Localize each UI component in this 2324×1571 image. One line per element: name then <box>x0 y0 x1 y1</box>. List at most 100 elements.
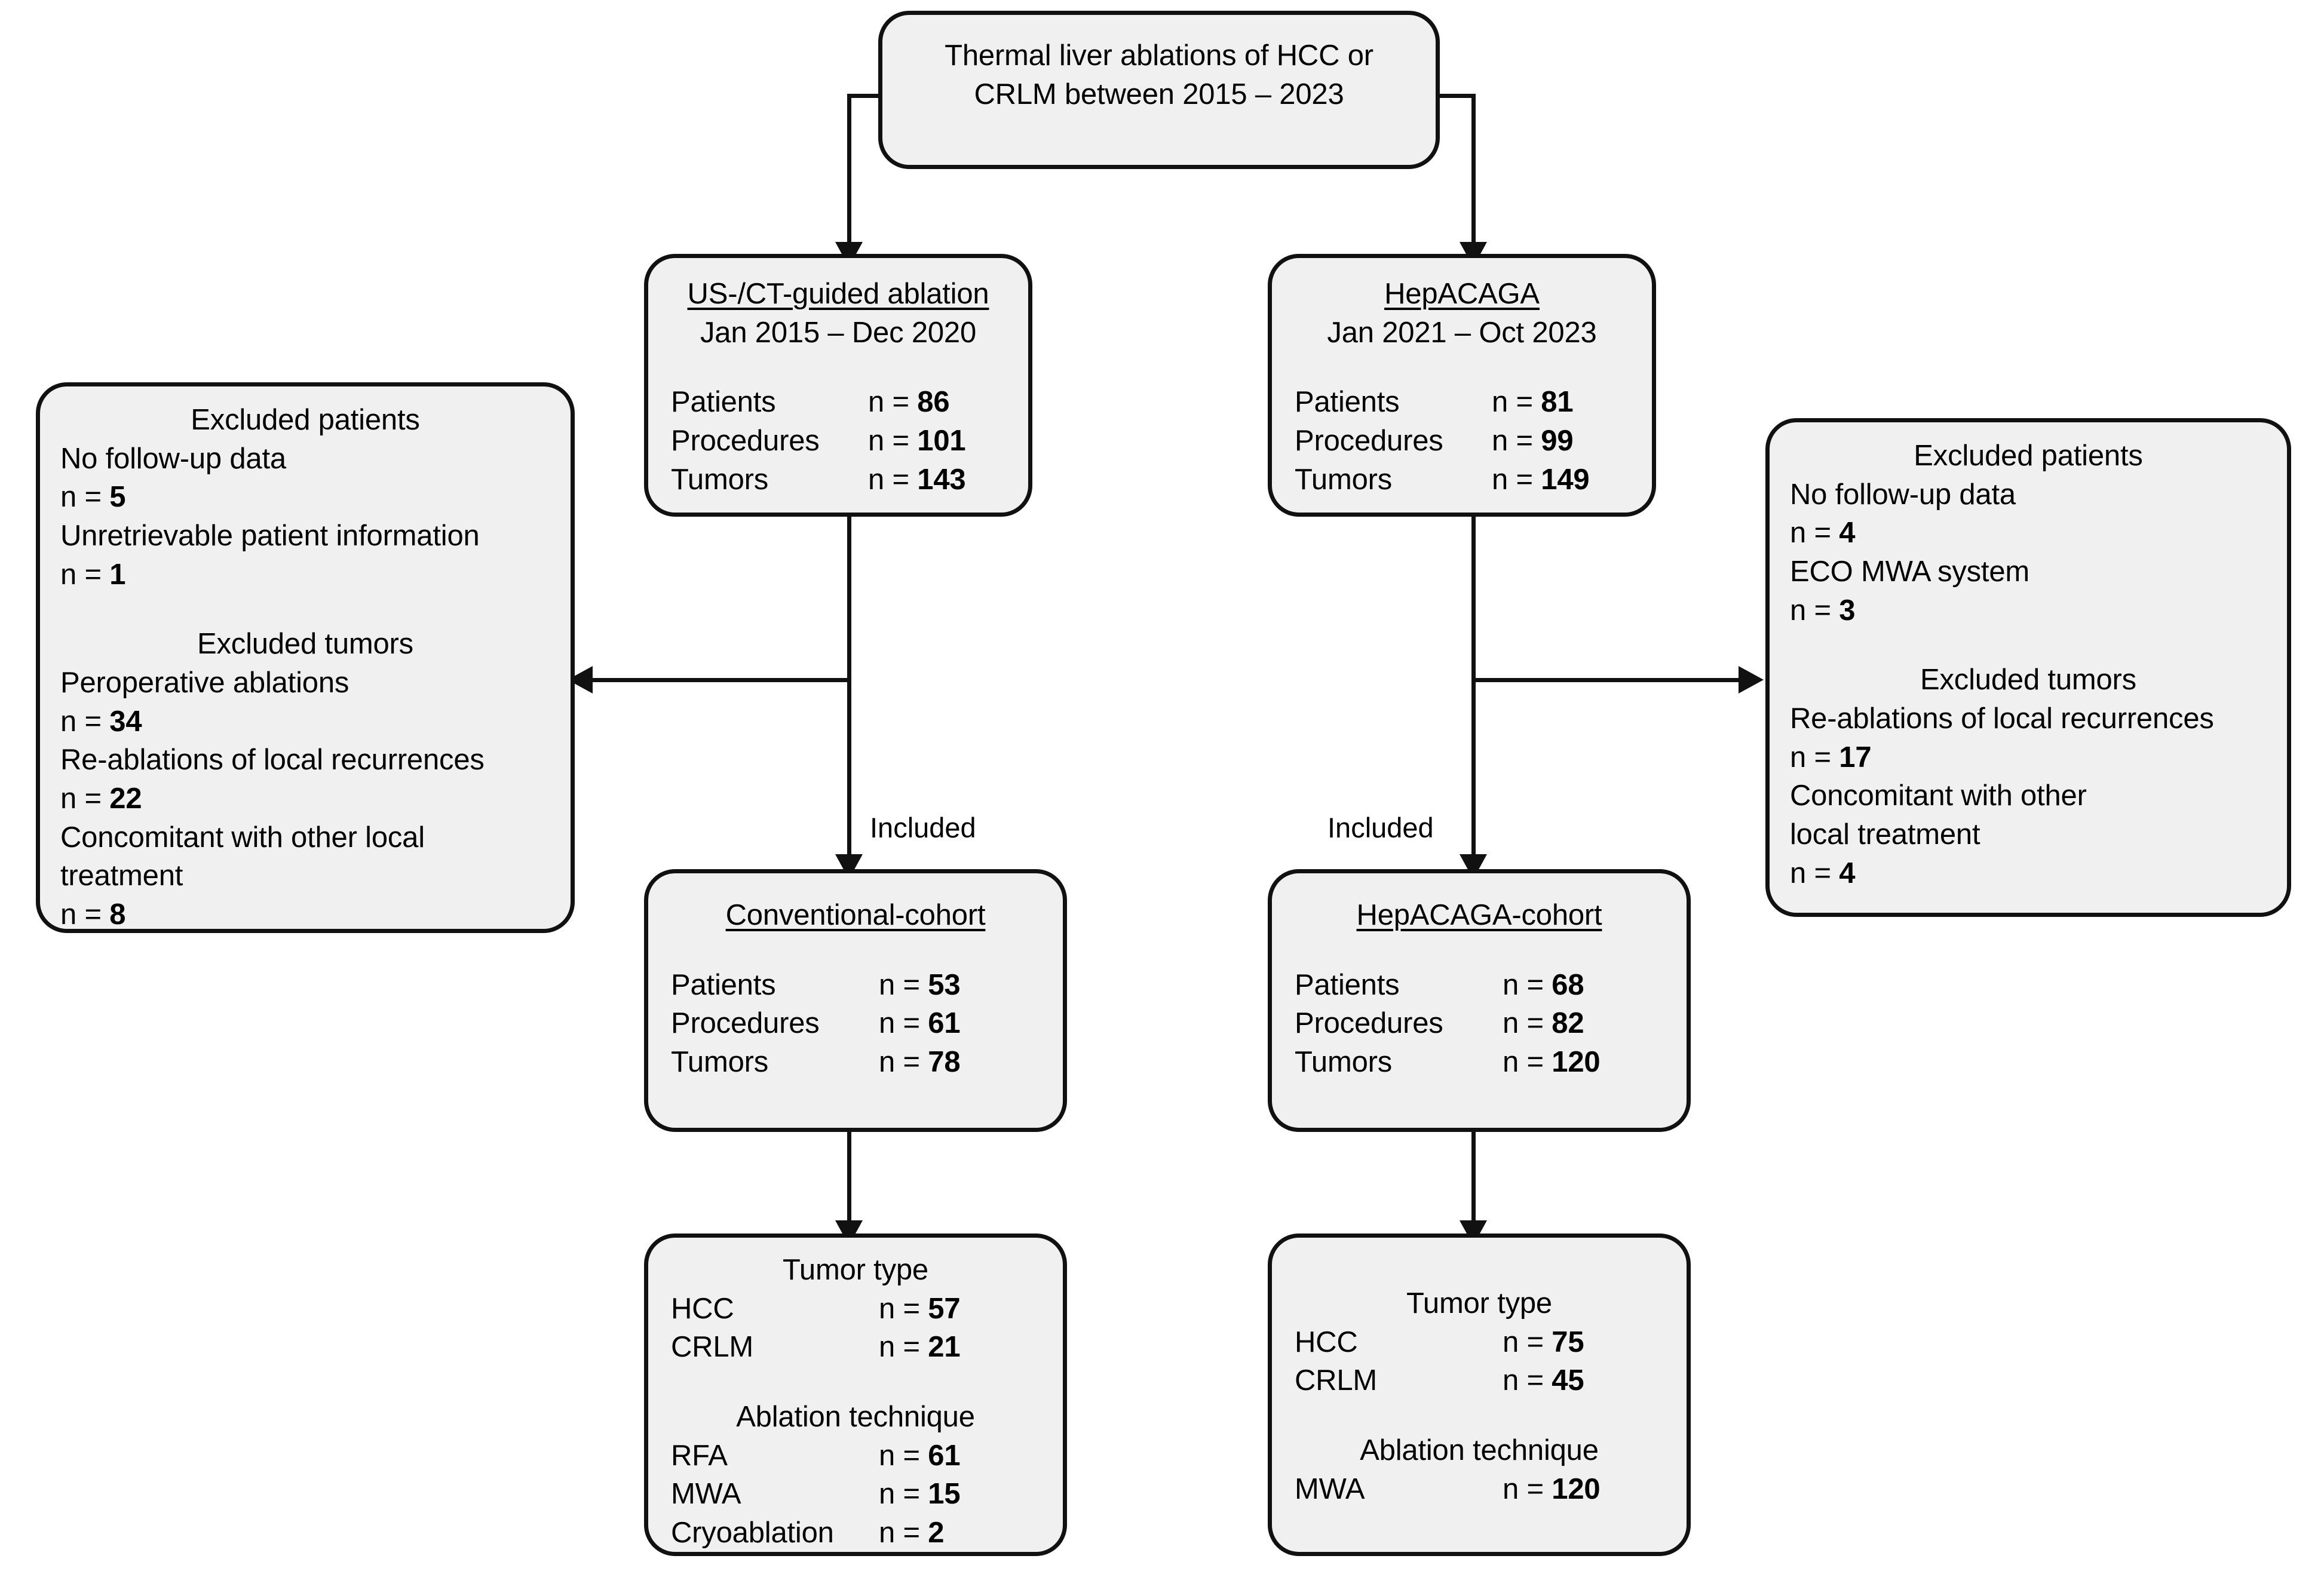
excluded-right-reason: No follow-up data <box>1790 478 2016 511</box>
excluded-right-patients-heading: Excluded patients <box>1914 440 2143 472</box>
connector-source-to-right-horizontal <box>1404 94 1476 98</box>
table-row: Procedures n = 61 <box>671 1004 1040 1043</box>
node-detail-right[interactable]: Tumor type HCC n = 75 CRLM n = 45 Ablati… <box>1268 1234 1691 1556</box>
row-label: Cryoablation <box>671 1517 834 1549</box>
source-line-1: Thermal liver ablations of HCC or <box>945 39 1373 72</box>
table-row: Procedures n = 82 <box>1295 1004 1664 1043</box>
excluded-right-value: n = 4 <box>1790 517 1856 550</box>
excluded-left-value: n = 5 <box>60 481 126 514</box>
table-row: Tumors n = 120 <box>1295 1043 1664 1082</box>
row-value: n = 81 <box>1492 386 1574 419</box>
row-value: n = 2 <box>879 1517 945 1549</box>
edge-label-included-right: Included <box>1327 812 1434 843</box>
spacer <box>1295 1400 1664 1431</box>
row-value: n = 57 <box>879 1292 961 1325</box>
connector-hepacaga-cohort-down <box>1471 1132 1476 1222</box>
row-label: HCC <box>671 1292 734 1325</box>
row-value: n = 45 <box>1503 1364 1584 1397</box>
node-conventional-cohort[interactable]: Conventional-cohort Patients n = 53 Proc… <box>644 869 1067 1132</box>
row-value: n = 86 <box>868 386 950 419</box>
excluded-left-value: n = 34 <box>60 705 142 738</box>
node-hepacaga-group[interactable]: HepACAGA Jan 2021 – Oct 2023 Patients n … <box>1268 254 1656 517</box>
row-label: Patients <box>1295 386 1400 419</box>
excluded-left-reason: Re-ablations of local recurrences <box>60 744 485 777</box>
row-label: Procedures <box>1295 1007 1443 1040</box>
excluded-left-tumors-heading: Excluded tumors <box>197 628 413 661</box>
connector-source-to-left-vertical <box>847 94 851 243</box>
excluded-left-patients-heading: Excluded patients <box>191 404 420 436</box>
row-label: MWA <box>671 1478 741 1511</box>
conventional-group-period: Jan 2015 – Dec 2020 <box>700 316 977 349</box>
connector-conventional-down <box>847 515 851 855</box>
node-hepacaga-cohort[interactable]: HepACAGA-cohort Patients n = 68 Procedur… <box>1268 869 1691 1132</box>
connector-hepacaga-down <box>1471 515 1476 855</box>
row-value: n = 149 <box>1492 463 1590 496</box>
connector-to-excluded-left <box>588 678 850 682</box>
spacer <box>1295 935 1664 966</box>
node-detail-left[interactable]: Tumor type HCC n = 57 CRLM n = 21 Ablati… <box>644 1234 1067 1556</box>
row-label: CRLM <box>671 1331 754 1364</box>
excluded-right-value: n = 3 <box>1790 594 1856 627</box>
row-value: n = 101 <box>868 425 966 458</box>
table-row: HCC n = 57 <box>671 1290 1040 1328</box>
connector-source-to-right-vertical <box>1471 94 1476 243</box>
row-label: Procedures <box>671 1007 820 1040</box>
row-label: Patients <box>671 386 776 419</box>
row-value: n = 68 <box>1503 968 1584 1001</box>
table-row: Patients n = 53 <box>671 966 1040 1005</box>
table-row: Cryoablation n = 2 <box>671 1514 1040 1552</box>
node-excluded-right[interactable]: Excluded patients No follow-up data n = … <box>1765 418 2291 917</box>
detail-right-technique-heading: Ablation technique <box>1360 1434 1599 1467</box>
excluded-left-reason: No follow-up data <box>60 442 286 475</box>
table-row: CRLM n = 45 <box>1295 1361 1664 1400</box>
excluded-left-value: n = 1 <box>60 558 126 591</box>
detail-right-tumor-type-heading: Tumor type <box>1406 1287 1552 1320</box>
spacer <box>1790 630 2267 661</box>
row-label: Tumors <box>671 1046 769 1079</box>
detail-left-technique-heading: Ablation technique <box>736 1401 975 1434</box>
table-row: HCC n = 75 <box>1295 1323 1664 1362</box>
excluded-right-tumors-heading: Excluded tumors <box>1920 664 2136 696</box>
table-row: Tumors n = 143 <box>671 461 1005 499</box>
row-label: Procedures <box>1295 425 1443 458</box>
spacer <box>671 1367 1040 1398</box>
table-row: Tumors n = 149 <box>1295 461 1629 499</box>
excluded-right-value: n = 4 <box>1790 857 1856 889</box>
row-label: Patients <box>671 968 776 1001</box>
table-row: Patients n = 68 <box>1295 966 1664 1005</box>
row-value: n = 120 <box>1503 1472 1601 1505</box>
row-label: CRLM <box>1295 1364 1378 1397</box>
edge-label-included-left: Included <box>870 812 976 843</box>
table-row: MWA n = 15 <box>671 1475 1040 1514</box>
table-row: MWA n = 120 <box>1295 1470 1664 1509</box>
row-label: MWA <box>1295 1472 1365 1505</box>
node-conventional-group[interactable]: US-/CT-guided ablation Jan 2015 – Dec 20… <box>644 254 1032 517</box>
row-value: n = 61 <box>879 1439 961 1472</box>
excluded-right-reason: Concomitant with other local treatment <box>1790 780 2087 851</box>
table-row: Tumors n = 78 <box>671 1043 1040 1082</box>
table-row: Procedures n = 101 <box>671 422 1005 461</box>
row-value: n = 53 <box>879 968 961 1001</box>
spacer <box>671 935 1040 966</box>
row-value: n = 21 <box>879 1331 961 1364</box>
table-row: Procedures n = 99 <box>1295 422 1629 461</box>
conventional-group-title: US-/CT-guided ablation <box>687 278 989 310</box>
node-source[interactable]: Thermal liver ablations of HCC or CRLM b… <box>878 11 1440 169</box>
table-row: RFA n = 61 <box>671 1437 1040 1475</box>
row-label: HCC <box>1295 1325 1358 1358</box>
row-value: n = 120 <box>1503 1046 1601 1079</box>
row-value: n = 78 <box>879 1046 961 1079</box>
excluded-right-value: n = 17 <box>1790 741 1872 774</box>
row-label: Procedures <box>671 425 820 458</box>
row-label: Tumors <box>1295 463 1393 496</box>
hepacaga-cohort-title: HepACAGA-cohort <box>1356 899 1602 931</box>
connector-conventional-cohort-down <box>847 1132 851 1222</box>
table-row: CRLM n = 21 <box>671 1328 1040 1367</box>
row-value: n = 82 <box>1503 1007 1584 1040</box>
excluded-left-reason: Peroperative ablations <box>60 667 349 699</box>
node-excluded-left[interactable]: Excluded patients No follow-up data n = … <box>36 382 575 933</box>
excluded-left-reason: Concomitant with other local treatment <box>60 821 425 892</box>
row-label: Tumors <box>1295 1046 1393 1079</box>
row-label: RFA <box>671 1439 728 1472</box>
table-row: Patients n = 86 <box>671 383 1005 422</box>
